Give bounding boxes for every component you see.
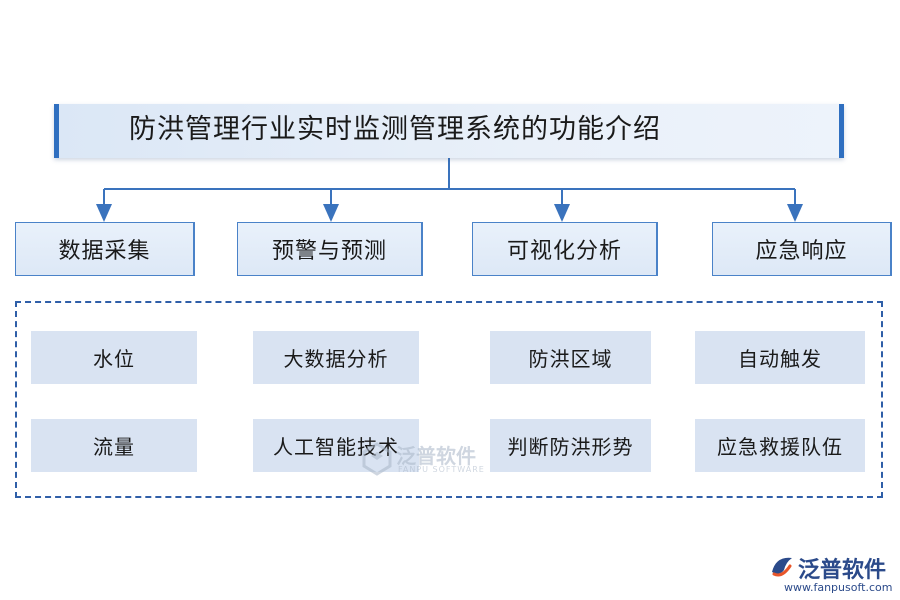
item-big-data-analysis: 大数据分析 — [253, 331, 419, 384]
watermark-brand: 泛普软件 — [396, 444, 476, 468]
watermark-logo-icon — [362, 442, 392, 476]
watermark-brand-en: FANPU SOFTWARE — [398, 465, 485, 474]
brand-logo-url: www.fanpusoft.com — [784, 581, 893, 594]
category-warning-forecast: 预警与预测 — [237, 222, 423, 276]
watermark-center: 泛普软件 FANPU SOFTWARE — [362, 440, 512, 480]
item-water-level: 水位 — [31, 331, 197, 384]
title-banner: 防洪管理行业实时监测管理系统的功能介绍 — [54, 104, 844, 158]
item-flow-rate: 流量 — [31, 419, 197, 472]
brand-logo-name: 泛普软件 — [798, 558, 887, 583]
category-emergency-response: 应急响应 — [712, 222, 892, 276]
item-flood-area: 防洪区域 — [490, 331, 651, 384]
diagram-title: 防洪管理行业实时监测管理系统的功能介绍 — [129, 114, 661, 145]
item-auto-trigger: 自动触发 — [695, 331, 865, 384]
brand-logo-icon — [772, 557, 792, 577]
brand-logo: 泛普软件 www.fanpusoft.com — [768, 550, 898, 596]
category-data-collection: 数据采集 — [15, 222, 195, 276]
items-container — [15, 301, 883, 498]
item-flood-situation: 判断防洪形势 — [490, 419, 651, 472]
category-visual-analysis: 可视化分析 — [472, 222, 658, 276]
item-rescue-team: 应急救援队伍 — [695, 419, 865, 472]
